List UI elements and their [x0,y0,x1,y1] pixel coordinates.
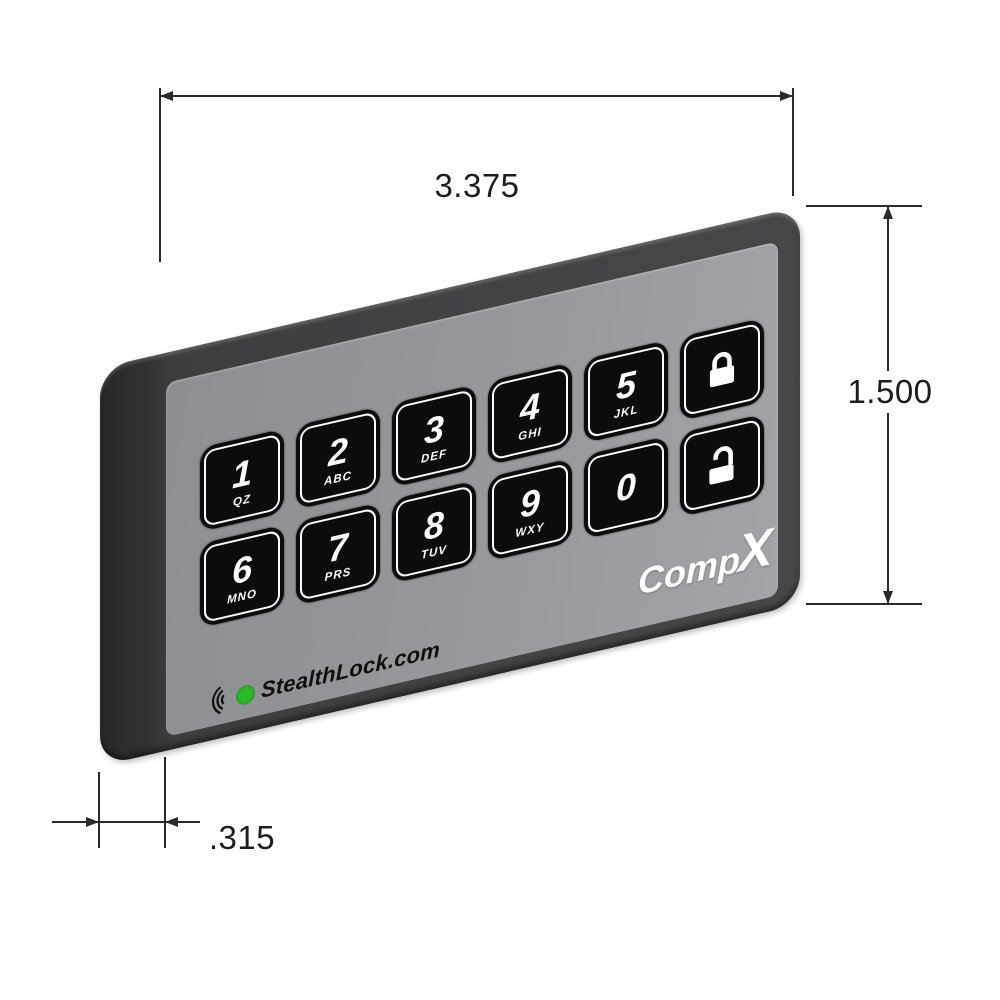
key-1-letters: QZ [233,493,251,510]
lock-icon [709,351,735,388]
height-dimension-label: 1.500 [842,371,938,413]
keypad-keys: 1 QZ 2 ABC 3 DEF 4 GHI 5 JKL 6 MNO [200,317,764,628]
depth-dimension-label: .315 [208,819,276,856]
key-4-number: 4 [519,384,541,431]
led-indicator [236,682,255,707]
key-3-number: 3 [423,406,445,453]
key-2-number: 2 [327,428,349,475]
unlock-icon [709,446,734,485]
sound-waves-icon [211,682,230,715]
key-2[interactable]: 2 ABC [296,406,380,510]
key-lock[interactable] [680,317,764,422]
key-5[interactable]: 5 JKL [584,339,668,444]
key-1-number: 1 [231,450,253,497]
key-5-number: 5 [615,362,637,408]
key-4[interactable]: 4 GHI [488,362,572,466]
key-8-number: 8 [423,502,445,549]
width-dimension-label: 3.375 [434,167,520,204]
key-7-number: 7 [327,524,349,571]
key-9-number: 9 [519,480,541,527]
key-unlock[interactable] [680,413,764,518]
compx-logo-x: X [738,517,773,584]
key-6-number: 6 [231,546,253,593]
key-0-number: 0 [615,464,637,510]
key-1[interactable]: 1 QZ [200,428,284,532]
stealthlock-logo: StealthLock.com [202,634,440,719]
keypad: 1 QZ 2 ABC 3 DEF 4 GHI 5 JKL 6 MNO [100,206,800,766]
key-3[interactable]: 3 DEF [392,384,476,488]
